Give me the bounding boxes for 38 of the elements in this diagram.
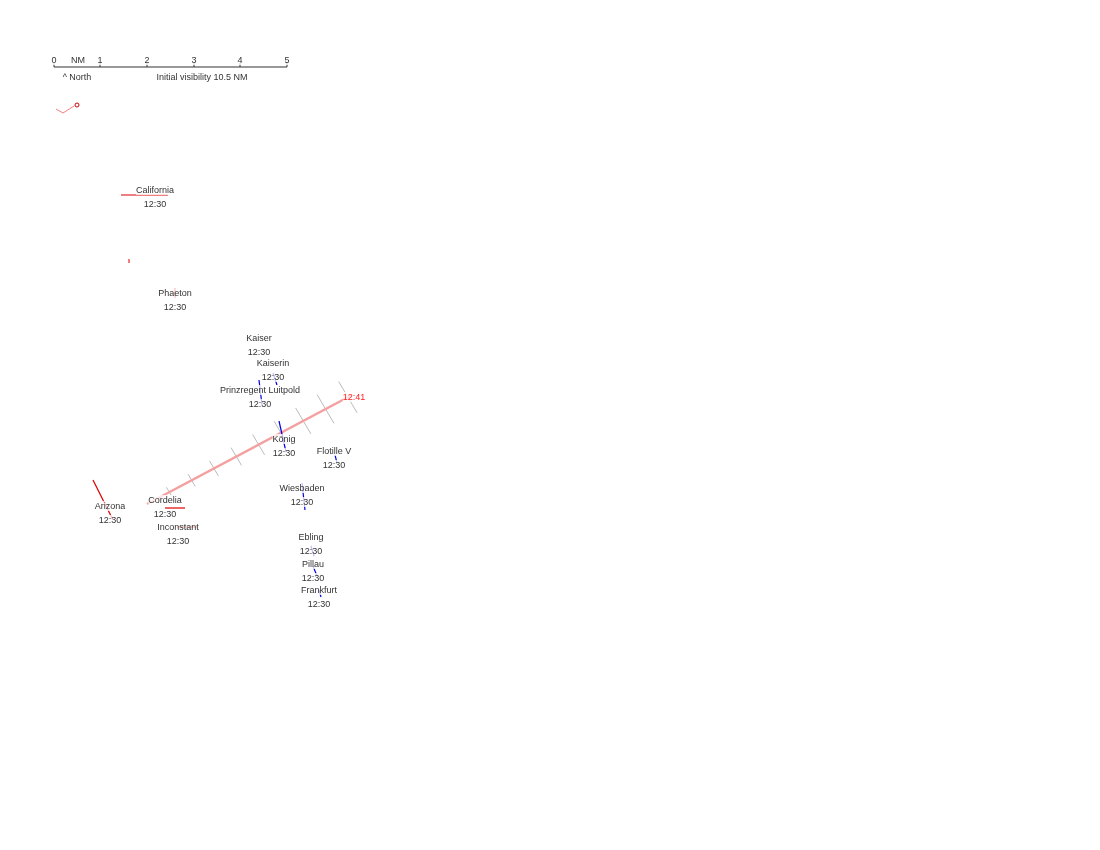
time-label: 12:30	[163, 302, 187, 312]
time-label: 12:30	[272, 448, 296, 458]
ship-name: California	[136, 185, 174, 195]
ship-name: Ebling	[298, 532, 324, 542]
scale-number: 1	[97, 55, 103, 65]
time-label: 12:30	[143, 199, 167, 209]
visibility-note: Initial visibility 10.5 NM	[156, 72, 248, 82]
scale-number: 3	[191, 55, 197, 65]
time-label: 12:30	[247, 347, 271, 357]
scale-number: 4	[237, 55, 243, 65]
time-label: 12:30	[290, 497, 314, 507]
time-label: 12:30	[299, 546, 323, 556]
north-label: ^ North	[62, 72, 92, 82]
time-label: 12:30	[153, 509, 177, 519]
scale-number: 0	[51, 55, 57, 65]
ship-name: Frankfurt	[301, 585, 337, 595]
time-label: 12:30	[98, 515, 122, 525]
ship-name: Cordelia	[148, 495, 182, 505]
scale-number: 5	[284, 55, 290, 65]
time-label: 12:30	[322, 460, 346, 470]
ship-name: Flotille V	[316, 446, 352, 456]
ship-name: Kaiserin	[256, 358, 290, 368]
time-label: 12:41	[342, 392, 366, 402]
time-label: 12:30	[301, 573, 325, 583]
scale-number: 2	[144, 55, 150, 65]
ship-name: Pillau	[302, 559, 324, 569]
ship-name: Phaeton	[158, 288, 192, 298]
ship-name: Arizona	[94, 501, 126, 511]
ship-name: König	[272, 434, 296, 444]
scale-unit: NM	[71, 55, 85, 65]
ship-name: Inconstant	[157, 522, 199, 532]
time-label: 12:30	[166, 536, 190, 546]
time-label: 12:30	[307, 599, 331, 609]
ship-name: Wiesbaden	[279, 483, 325, 493]
ship-name: Prinzregent Luitpold	[219, 385, 301, 395]
time-label: 12:30	[248, 399, 272, 409]
time-label: 12:30	[261, 372, 285, 382]
ship-name: Kaiser	[246, 333, 272, 343]
